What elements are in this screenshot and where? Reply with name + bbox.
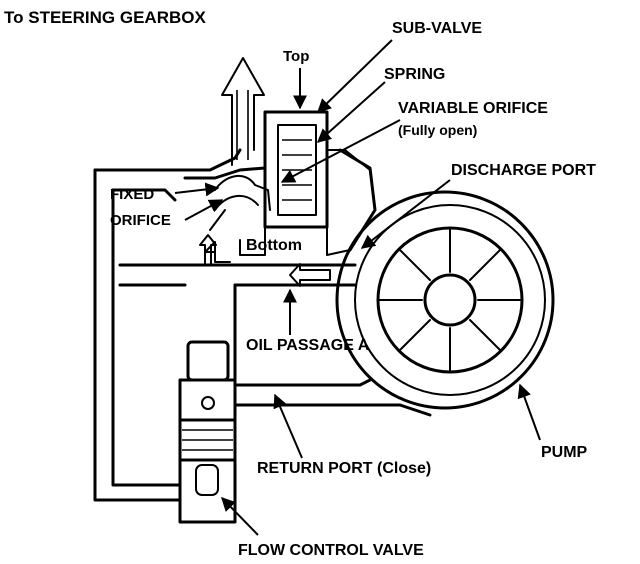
label-return-port: RETURN PORT (Close) (257, 460, 431, 477)
label-spring: SPRING (384, 66, 445, 83)
label-discharge-port: DISCHARGE PORT (451, 162, 596, 179)
leader-lines (174, 39, 541, 536)
label-top: Top (283, 48, 309, 65)
label-flow-control-valve: FLOW CONTROL VALVE (238, 542, 424, 559)
label-to-steering-gearbox: To STEERING GEARBOX (4, 8, 206, 27)
pump (335, 190, 555, 410)
label-pump: PUMP (541, 444, 588, 461)
fixed-orifice (209, 175, 271, 231)
label-variable-orifice: VARIABLE ORIFICE (398, 100, 548, 117)
flow-control-valve (178, 340, 237, 524)
label-orifice: ORIFICE (110, 212, 171, 229)
label-fixed: FIXED (110, 186, 154, 203)
label-oil-passage-a: OIL PASSAGE A (246, 337, 370, 354)
label-fully-open: (Fully open) (398, 122, 477, 138)
sub-valve (239, 110, 371, 256)
label-sub-valve: SUB-VALVE (392, 20, 482, 37)
outlet-arrow-icon (221, 57, 265, 166)
flow-arrows (199, 234, 331, 287)
label-bottom: Bottom (246, 237, 302, 254)
